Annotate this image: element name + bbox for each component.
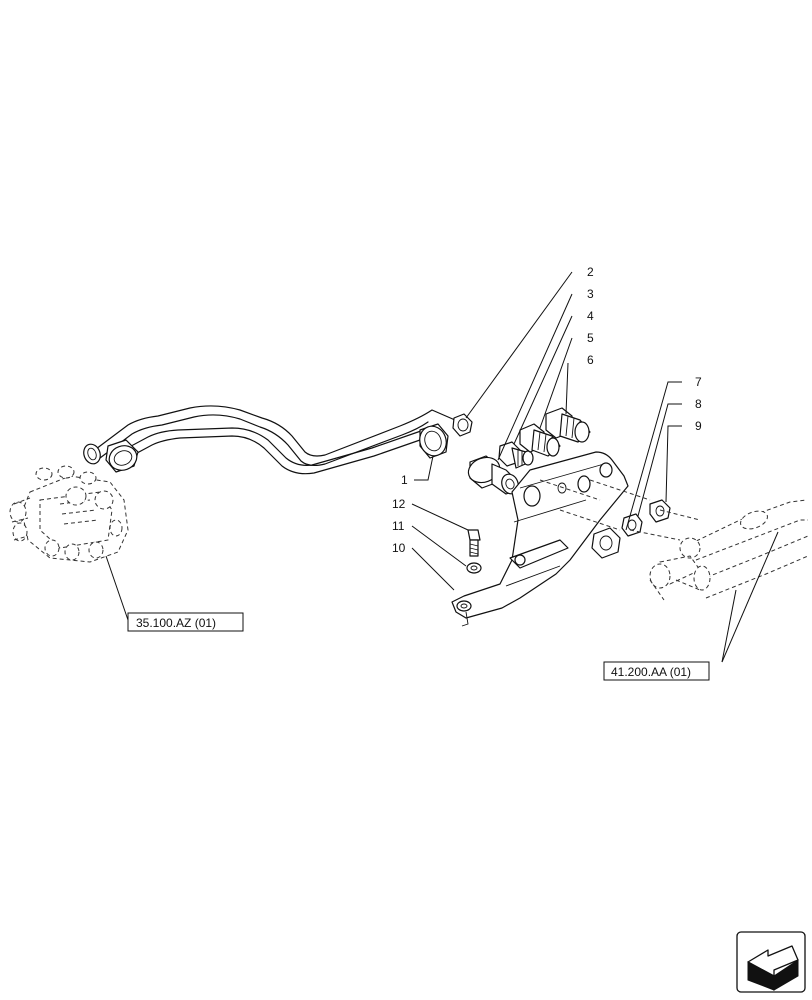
callout-11: 11 — [392, 519, 405, 533]
hose-ref-leader-b — [721, 589, 737, 663]
nut-part-7 — [591, 527, 621, 559]
coupler-part-3 — [467, 455, 519, 495]
callout-1: 1 — [401, 473, 408, 487]
previous-page-arrow-icon[interactable] — [736, 931, 806, 993]
bolt-part-12 — [467, 529, 481, 557]
control-valve-outline — [9, 465, 129, 563]
hose-ref-leader-a — [721, 531, 779, 663]
coupler-part-5 — [519, 423, 561, 457]
nut-part-8 — [621, 513, 643, 537]
coupler-part-6 — [545, 407, 591, 443]
callout-8: 8 — [695, 397, 702, 411]
callout-5: 5 — [587, 331, 594, 345]
washer-part-11 — [466, 562, 482, 574]
hose-ref-label: 41.200.AA (01) — [611, 665, 691, 679]
valve-ref-box[interactable]: 35.100.AZ (01) — [127, 612, 244, 632]
bracket-part-10 — [451, 451, 629, 627]
hydraulic-hoses-outline — [539, 479, 809, 601]
callout-3: 3 — [587, 287, 594, 301]
callout-9: 9 — [695, 419, 702, 433]
nut-part-9 — [649, 499, 671, 523]
callout-12: 12 — [392, 497, 406, 511]
callout-leaders — [411, 271, 682, 591]
hose-ref-box[interactable]: 41.200.AA (01) — [603, 661, 710, 681]
callout-4: 4 — [587, 309, 594, 323]
callout-7: 7 — [695, 375, 702, 389]
hydraulic-pipes — [83, 405, 473, 475]
callout-2: 2 — [587, 265, 594, 279]
valve-ref-label: 35.100.AZ (01) — [136, 616, 216, 630]
valve-ref-leader — [105, 555, 129, 621]
callout-6: 6 — [587, 353, 594, 367]
callout-10: 10 — [392, 541, 406, 555]
